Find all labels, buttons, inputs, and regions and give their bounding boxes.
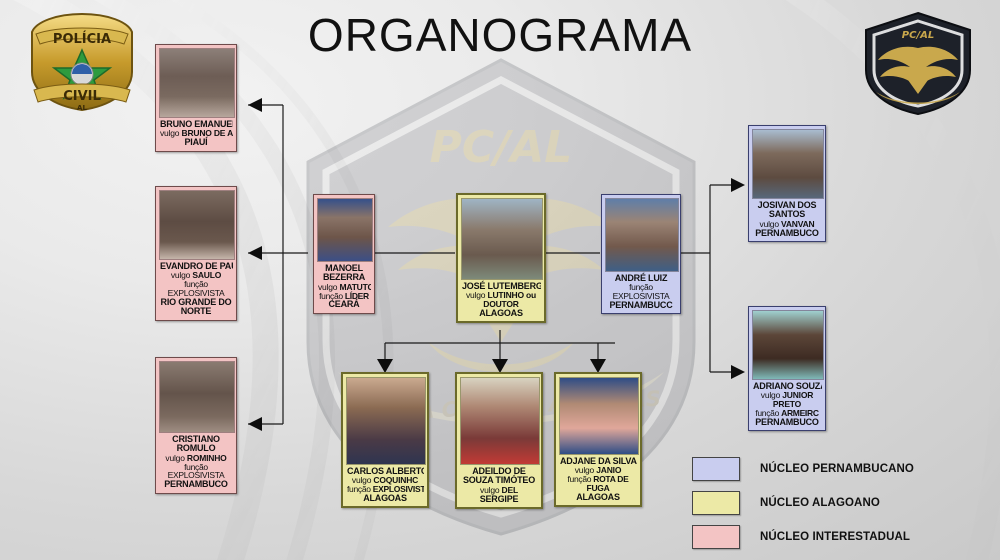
watermark-pcal-text: PC/AL bbox=[430, 122, 573, 173]
card-state: ALAGOAS bbox=[576, 491, 620, 502]
badge-left-line1: POLÍCIA bbox=[53, 31, 111, 47]
photo-manoel-bezerra bbox=[317, 198, 373, 262]
card-state: CEARÁ bbox=[328, 299, 360, 310]
card-state: PERNAMBUCO bbox=[164, 479, 228, 490]
legend-label-pernambucano: NÚCLEO PERNAMBUCANO bbox=[760, 463, 914, 475]
card-alias: vulgo DEL bbox=[480, 484, 518, 495]
card-josivan-dos-santos[interactable]: JOSIVAN DOS SANTOS vulgo VANVAN PERNAMBU… bbox=[748, 125, 826, 242]
legend-row-alagoano: NÚCLEO ALAGOANO bbox=[692, 486, 992, 520]
card-state: PERNAMBUCC bbox=[609, 300, 673, 311]
card-role: EXPLOSIVISTA bbox=[167, 470, 225, 481]
card-name: CARLOS ALBERTO bbox=[347, 466, 424, 476]
card-jose-lutemberg[interactable]: JOSÉ LUTEMBERG vulgo LUTINHO ou DOUTOR A… bbox=[456, 193, 546, 324]
photo-jose-lutemberg bbox=[461, 198, 543, 280]
card-state: PERNAMBUCO bbox=[755, 227, 819, 238]
card-name: CRISTIANO ROMULO bbox=[172, 434, 220, 454]
badge-left-line3: AL bbox=[77, 104, 87, 112]
card-cristiano-romulo[interactable]: CRISTIANO ROMULO vulgo ROMINHO função EX… bbox=[155, 357, 237, 494]
card-role: função ROTA DE FUGA bbox=[567, 474, 629, 494]
card-alias: vulgo BRUNO DE ANGELIN bbox=[160, 128, 233, 139]
card-name: JOSIVAN DOS SANTOS bbox=[757, 200, 817, 220]
photo-adriano-souza bbox=[752, 310, 824, 380]
pcal-shield-badge: PC/AL bbox=[865, 11, 971, 116]
card-name: ANDRÉ LUIZ bbox=[614, 273, 668, 283]
card-state: SERGIPE bbox=[479, 493, 519, 504]
card-name: EVANDRO DE PAULA bbox=[160, 261, 233, 271]
arrow-to-evandro bbox=[248, 246, 262, 260]
photo-cristiano-romulo bbox=[159, 361, 235, 433]
arrow-to-adjane bbox=[590, 359, 606, 373]
legend-swatch-interestadual bbox=[692, 525, 740, 549]
photo-bruno-emanuel bbox=[159, 48, 235, 118]
card-role: EXPLOSIVISTA bbox=[167, 288, 225, 299]
card-adriano-souza[interactable]: ADRIANO SOUZA vulgo JUNIOR PRETO função … bbox=[748, 306, 826, 432]
card-adeildo-de-souza-timoteo[interactable]: ADEILDO DE SOUZA TIMÓTEO vulgo DEL SERGI… bbox=[455, 372, 543, 509]
card-role-prefix: função bbox=[629, 282, 653, 293]
photo-adeildo-de-souza-timoteo bbox=[460, 377, 540, 465]
badge-left-line2: CIVIL bbox=[63, 89, 101, 104]
arrow-to-adeildo bbox=[492, 359, 508, 373]
card-alias: vulgo JANIO bbox=[574, 465, 622, 476]
card-role: função EXPLOSIVISTA bbox=[347, 484, 424, 495]
card-carlos-alberto[interactable]: CARLOS ALBERTO vulgo COQUINHC função EXP… bbox=[341, 372, 429, 509]
card-state: RIO GRANDE DO NORTE bbox=[160, 296, 232, 317]
card-role-prefix: função bbox=[184, 461, 208, 472]
card-state: PIAUÍ bbox=[184, 137, 208, 148]
card-state: PERNAMBUCO bbox=[755, 416, 819, 427]
photo-adjane-da-silva bbox=[559, 377, 639, 455]
card-name: JOSÉ LUTEMBERG bbox=[462, 281, 541, 291]
legend-row-interestadual: NÚCLEO INTERESTADUAL bbox=[692, 520, 992, 554]
photo-josivan-dos-santos bbox=[752, 129, 824, 199]
card-alias: vulgo MATUTO bbox=[318, 281, 371, 292]
card-name: ADEILDO DE SOUZA TIMÓTEO bbox=[462, 466, 536, 486]
photo-carlos-alberto bbox=[346, 377, 426, 465]
card-adjane-da-silva[interactable]: ADJANE DA SILVA vulgo JANIO função ROTA … bbox=[554, 372, 642, 508]
arrow-to-bruno bbox=[248, 98, 262, 112]
card-evandro-de-paula[interactable]: EVANDRO DE PAULA vulgo SAULO função EXPL… bbox=[155, 186, 237, 321]
legend-row-pernambucano: NÚCLEO PERNAMBUCANO bbox=[692, 452, 992, 486]
card-state: ALAGOAS bbox=[479, 308, 523, 319]
card-alias: vulgo LUTINHO ou DOUTOR bbox=[465, 290, 537, 310]
card-alias: vulgo VANVAN bbox=[759, 218, 815, 229]
policia-civil-al-badge: POLÍCIA CIVIL AL bbox=[31, 12, 133, 112]
card-alias: vulgo COQUINHC bbox=[351, 475, 419, 486]
badge-right-label: PC/AL bbox=[902, 30, 934, 41]
arrow-to-adriano bbox=[731, 365, 745, 379]
card-andre-luiz[interactable]: ANDRÉ LUIZ função EXPLOSIVISTA PERNAMBUC… bbox=[601, 194, 681, 315]
card-alias: vulgo SAULO bbox=[170, 270, 222, 281]
arrow-to-cristiano bbox=[248, 417, 262, 431]
arrow-to-carlos bbox=[377, 359, 393, 373]
card-name: ADRIANO SOUZA bbox=[753, 381, 822, 391]
card-alias: vulgo ROMINHO bbox=[165, 452, 227, 463]
legend-swatch-alagoano bbox=[692, 491, 740, 515]
legend-swatch-pernambucano bbox=[692, 457, 740, 481]
page-title: ORGANOGRAMA bbox=[307, 9, 693, 61]
card-role: função ARMEIRC bbox=[755, 408, 819, 419]
card-name: MANOEL BEZERRA bbox=[322, 263, 366, 283]
legend: NÚCLEO PERNAMBUCANO NÚCLEO ALAGOANO NÚCL… bbox=[692, 452, 992, 554]
card-role-prefix: função bbox=[184, 279, 208, 290]
arrow-to-josivan bbox=[731, 178, 745, 192]
card-manoel-bezerra[interactable]: MANOEL BEZERRA vulgo MATUTO função LÍDER… bbox=[313, 194, 375, 314]
card-name: ADJANE DA SILVA bbox=[560, 456, 637, 466]
card-role: EXPLOSIVISTA bbox=[612, 291, 670, 302]
legend-label-interestadual: NÚCLEO INTERESTADUAL bbox=[760, 531, 911, 543]
photo-andre-luiz bbox=[605, 198, 679, 272]
legend-label-alagoano: NÚCLEO ALAGOANO bbox=[760, 497, 880, 509]
card-name: BRUNO EMANUEL bbox=[160, 119, 233, 129]
card-role: função LÍDER bbox=[319, 290, 369, 301]
card-bruno-emanuel[interactable]: BRUNO EMANUEL vulgo BRUNO DE ANGELIN PIA… bbox=[155, 44, 237, 152]
photo-evandro-de-paula bbox=[159, 190, 235, 260]
card-state: ALAGOAS bbox=[363, 493, 407, 504]
card-alias: vulgo JUNIOR PRETO bbox=[760, 390, 814, 410]
